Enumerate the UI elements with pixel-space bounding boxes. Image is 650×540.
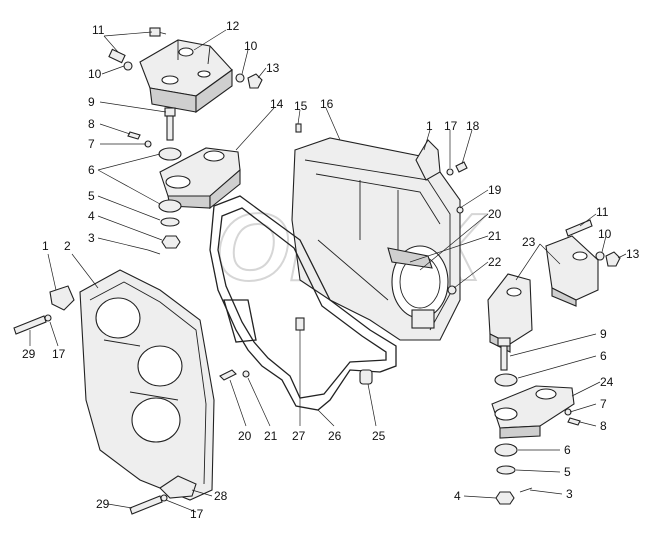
washer-5-left [160,217,180,227]
nut-13-right [605,251,621,267]
nut-4-right [495,491,515,505]
bolt-8-top [127,131,141,140]
bushing-6-right-low [494,443,518,457]
dowel-27 [295,317,305,331]
callout-13-right: 13 [626,247,640,261]
callout-10-left: 10 [88,67,102,81]
callout-11-top: 11 [92,23,105,37]
callout-6-right-top: 6 [600,349,607,363]
washer-5-right [496,465,516,475]
plug-19 [456,206,464,214]
callout-17-right: 17 [444,119,458,133]
plate-1-left [49,285,75,311]
bolt-8-right [567,417,581,426]
callout-19: 19 [488,183,502,197]
callout-5-left: 5 [88,189,95,203]
washer-10-top [235,73,245,83]
callout-7-right: 7 [600,397,607,411]
callout-13-top: 13 [266,61,280,75]
leader-lines [29,29,627,513]
bushing-6-low [158,199,182,213]
bolt-11-top [108,27,167,64]
callout-14: 14 [270,97,284,111]
cotter-3-left [147,249,161,255]
bolt-29-low [129,495,163,515]
callout-6-right-low: 6 [564,443,571,457]
callout-21-right: 21 [488,229,502,243]
housing-16 [291,137,461,341]
callout-25: 25 [372,429,386,443]
breather-25 [359,369,373,385]
callout-2: 2 [64,239,71,253]
cotter-3-right [519,487,533,493]
callout-10-right: 10 [598,227,612,241]
bolt-9-top [164,107,176,141]
callout-15: 15 [294,99,308,113]
callout-20-right: 20 [488,207,502,221]
callout-26: 26 [328,429,342,443]
callout-24: 24 [600,375,614,389]
callout-10-top: 10 [244,39,258,53]
right-bracket-23 [487,235,599,353]
bushing-6-right-top [494,373,518,387]
upper-bracket [139,39,233,114]
plate-28 [159,475,197,499]
bolt-18 [455,161,468,173]
nut-4-left [161,235,181,249]
callout-17-low: 17 [190,507,204,521]
callout-9-top: 9 [88,95,95,109]
callout-3-right: 3 [566,487,573,501]
callout-28: 28 [214,489,228,503]
callout-labels: 11 12 10 13 10 9 8 7 6 5 4 3 14 15 16 1 … [22,19,640,521]
callout-7-top: 7 [88,137,95,151]
callout-29-mid: 29 [22,347,36,361]
callout-9-right: 9 [600,327,607,341]
callout-4-right: 4 [454,489,461,503]
callout-12: 12 [226,19,240,33]
callout-4-left: 4 [88,209,95,223]
gasket-26 [209,195,397,411]
bolt-29-mid [13,315,47,335]
callout-23: 23 [522,235,536,249]
washer-10-right [595,251,605,261]
callout-8-right: 8 [600,419,607,433]
callout-21-left: 21 [264,429,278,443]
support-24 [491,385,575,439]
washer-10-left [123,61,133,71]
plate-20-left [219,369,237,381]
callout-20-left: 20 [238,429,252,443]
callout-1-right: 1 [426,119,433,133]
callout-8-top: 8 [88,117,95,131]
washer-17-mid [44,314,52,322]
callout-18: 18 [466,119,480,133]
washer-17-low [160,494,168,502]
front-cover-2 [79,269,215,501]
callout-29-low: 29 [96,497,110,511]
pin-15 [295,123,302,133]
bolt-11-right [565,219,593,237]
callout-27: 27 [292,429,306,443]
callout-22: 22 [488,255,502,269]
washer-21-left [242,370,250,378]
callout-3-left: 3 [88,231,95,245]
washer-17-right [446,168,454,176]
bolt-9-right [497,337,511,371]
callout-6-top: 6 [88,163,95,177]
callout-5-right: 5 [564,465,571,479]
callout-16: 16 [320,97,334,111]
bushing-6-top [158,147,182,161]
callout-11-right: 11 [596,205,609,219]
callout-1-left: 1 [42,239,49,253]
callout-17-mid: 17 [52,347,66,361]
